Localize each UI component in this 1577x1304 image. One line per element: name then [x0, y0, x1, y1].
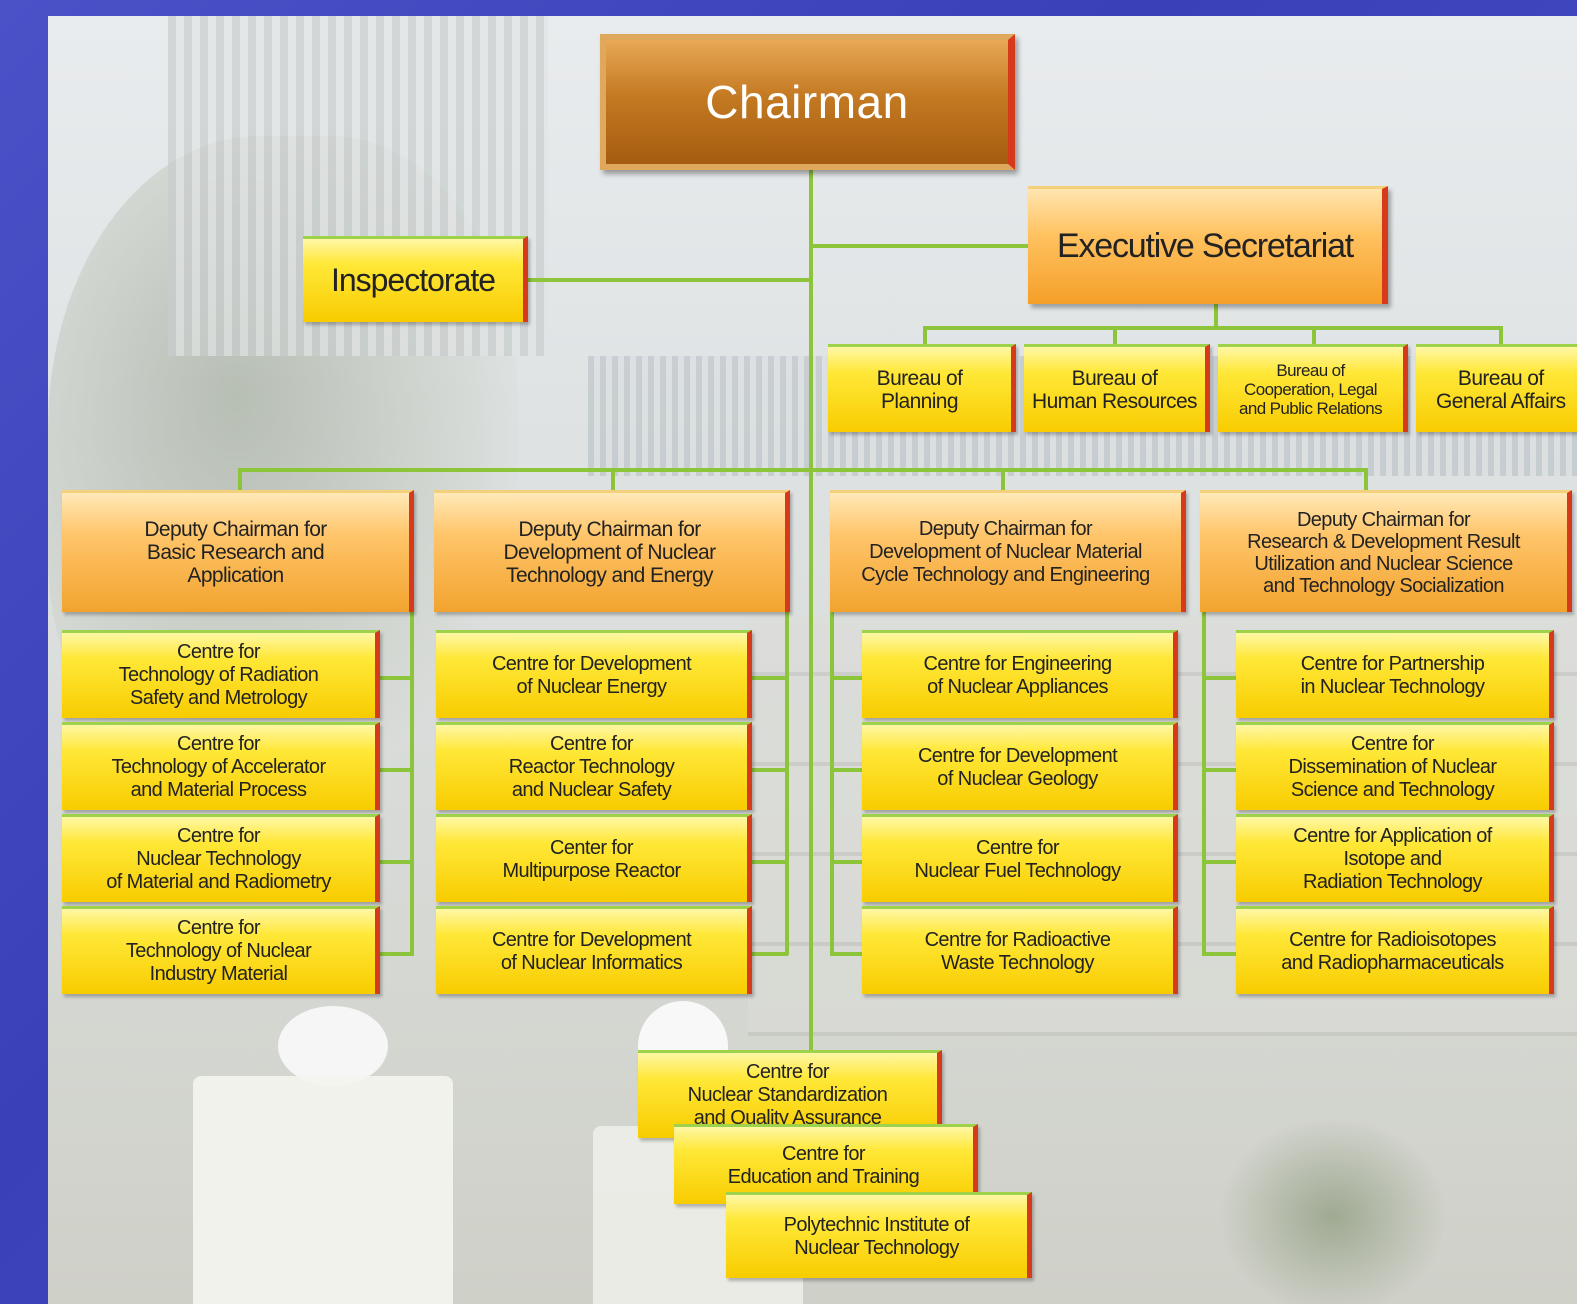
connector-branch	[830, 768, 864, 772]
connector-bureau-drop	[1312, 326, 1316, 348]
connector-main-trunk	[809, 166, 813, 1076]
centre-partnership-box: Centre for Partnership in Nuclear Techno…	[1236, 630, 1554, 718]
centre-accelerator-box: Centre for Technology of Accelerator and…	[62, 722, 380, 810]
bureau-planning-box: Bureau of Planning	[828, 344, 1016, 432]
centre-nuclear-fuel-box: Centre for Nuclear Fuel Technology	[862, 814, 1178, 902]
connector-bureau-drop	[1113, 326, 1117, 348]
polytechnic-institute-box: Polytechnic Institute of Nuclear Technol…	[726, 1192, 1032, 1278]
centre-radioactive-waste-box: Centre for Radioactive Waste Technology	[862, 906, 1178, 994]
background-palm	[1218, 1116, 1448, 1304]
connector-branch	[374, 768, 414, 772]
centre-dissemination-box: Centre for Dissemination of Nuclear Scie…	[1236, 722, 1554, 810]
connector-branch	[374, 676, 414, 680]
centre-nuclear-informatics-box: Centre for Development of Nuclear Inform…	[436, 906, 752, 994]
centre-education-training-box: Centre for Education and Training	[674, 1124, 978, 1204]
centre-nuclear-energy-box: Centre for Development of Nuclear Energy	[436, 630, 752, 718]
connector-branch	[830, 952, 864, 956]
connector-branch	[374, 860, 414, 864]
connector-branch	[830, 860, 864, 864]
connector-bureau-drop	[1499, 326, 1503, 348]
org-chart-canvas: Chairman Executive Secretariat Inspector…	[48, 16, 1577, 1304]
connector-spine-4	[1202, 611, 1206, 955]
centre-reactor-technology-box: Centre for Reactor Technology and Nuclea…	[436, 722, 752, 810]
centre-standardization-box: Centre for Nuclear Standardization and Q…	[638, 1050, 942, 1138]
connector-executive-secretariat	[811, 244, 1031, 248]
connector-exec-down	[1214, 302, 1218, 328]
connector-bureau-bar	[923, 326, 1503, 330]
bureau-cooperation-legal-box: Bureau of Cooperation, Legal and Public …	[1218, 344, 1408, 432]
centre-material-radiometry-box: Centre for Nuclear Technology of Materia…	[62, 814, 380, 902]
background-lamp	[278, 1006, 388, 1086]
inspectorate-box: Inspectorate	[303, 236, 528, 322]
connector-branch	[1202, 768, 1238, 772]
connector-branch	[1202, 676, 1238, 680]
connector-deputy-drop	[611, 468, 615, 492]
deputy-basic-research-box: Deputy Chairman for Basic Research and A…	[62, 490, 414, 612]
connector-branch	[748, 676, 788, 680]
connector-bureau-drop	[923, 326, 927, 348]
centre-nuclear-industry-material-box: Centre for Technology of Nuclear Industr…	[62, 906, 380, 994]
deputy-nuclear-material-cycle-box: Deputy Chairman for Development of Nucle…	[830, 490, 1186, 612]
connector-inspectorate	[526, 278, 811, 282]
connector-branch	[1202, 860, 1238, 864]
connector-spine-3	[830, 611, 834, 955]
connector-branch	[748, 768, 788, 772]
centre-nuclear-geology-box: Centre for Development of Nuclear Geolog…	[862, 722, 1178, 810]
connector-branch	[830, 676, 864, 680]
connector-branch	[1202, 952, 1238, 956]
connector-deputy-drop	[1001, 468, 1005, 492]
connector-deputy-drop	[238, 468, 242, 492]
connector-branch	[374, 952, 414, 956]
connector-deputy-drop	[1364, 468, 1368, 492]
centre-radiation-safety-box: Centre for Technology of Radiation Safet…	[62, 630, 380, 718]
executive-secretariat-box: Executive Secretariat	[1028, 186, 1388, 304]
deputy-nuclear-technology-energy-box: Deputy Chairman for Development of Nucle…	[434, 490, 790, 612]
centre-multipurpose-reactor-box: Center for Multipurpose Reactor	[436, 814, 752, 902]
centre-nuclear-appliances-box: Centre for Engineering of Nuclear Applia…	[862, 630, 1178, 718]
bureau-general-affairs-box: Bureau of General Affairs	[1416, 344, 1577, 432]
connector-spine-1	[410, 611, 414, 955]
deputy-rd-utilization-box: Deputy Chairman for Research & Developme…	[1200, 490, 1572, 612]
connector-branch	[748, 860, 788, 864]
bureau-human-resources-box: Bureau of Human Resources	[1024, 344, 1210, 432]
background-gate-pillar	[193, 1076, 453, 1304]
centre-isotope-radiation-box: Centre for Application of Isotope and Ra…	[1236, 814, 1554, 902]
connector-branch	[748, 952, 788, 956]
chairman-box: Chairman	[600, 34, 1015, 170]
centre-radioisotopes-box: Centre for Radioisotopes and Radiopharma…	[1236, 906, 1554, 994]
connector-deputy-bar	[238, 468, 1368, 472]
connector-spine-2	[785, 611, 789, 955]
